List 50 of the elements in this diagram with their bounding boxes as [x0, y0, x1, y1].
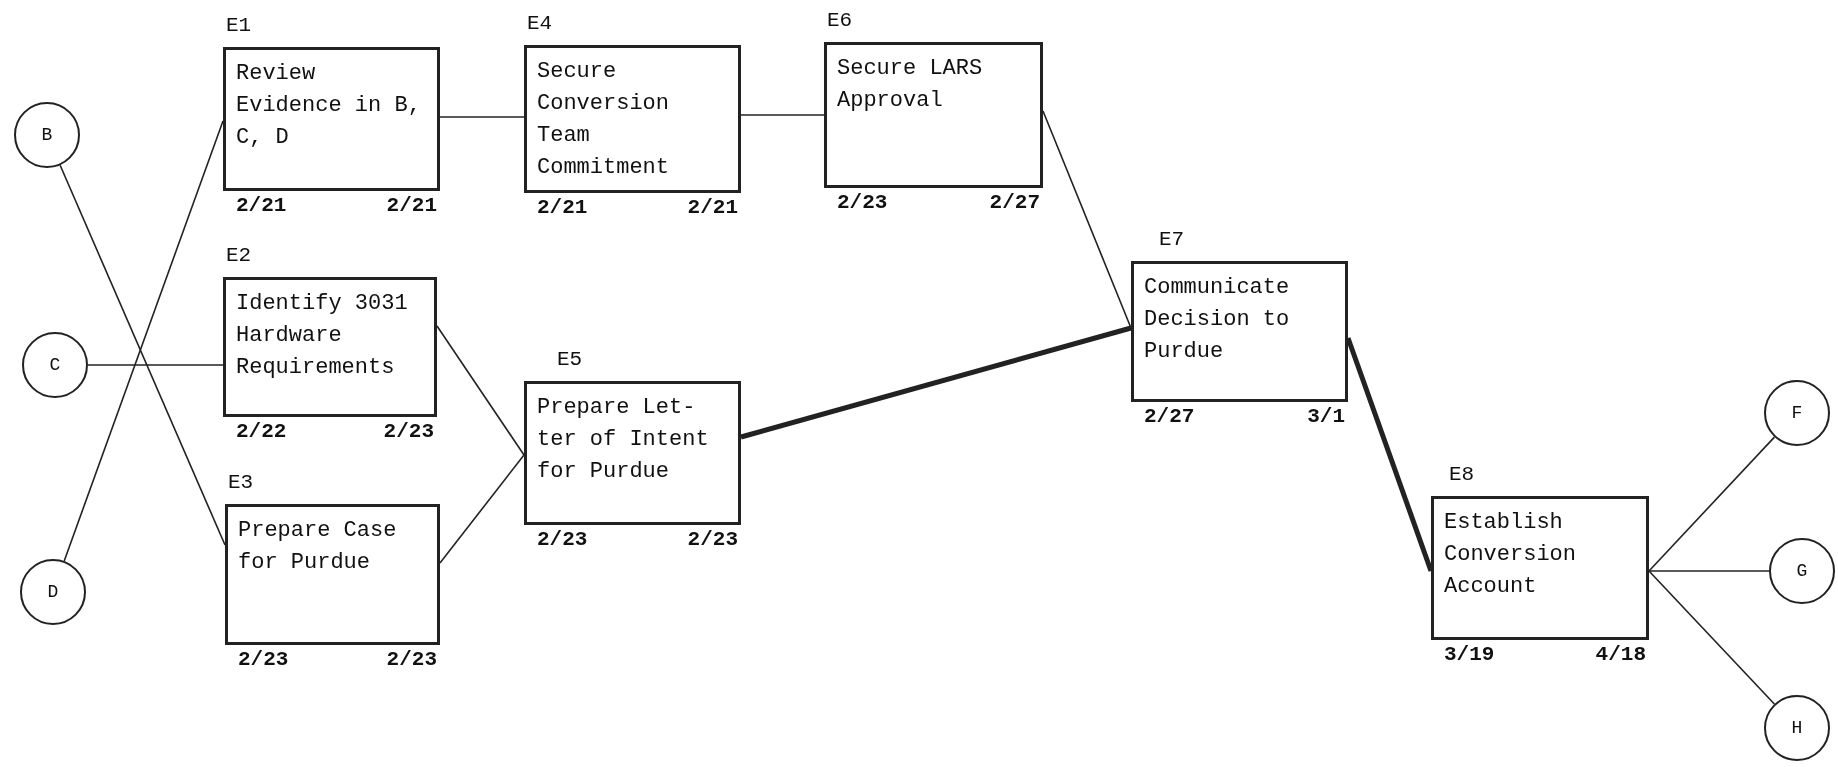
connector-line: [1648, 436, 1776, 572]
connector-line: [1648, 570, 1770, 572]
event-letter: H: [1791, 718, 1803, 738]
date-label: 2/21: [687, 196, 738, 219]
activity-text: Review Evidence in B, C, D: [236, 60, 422, 152]
connector-line: [63, 120, 224, 562]
activity-text: Prepare Case for Purdue: [238, 517, 398, 577]
connector-line: [740, 325, 1132, 440]
activity-text: Communicate Decision to Purdue: [1144, 274, 1291, 366]
connector-line: [59, 164, 226, 546]
activity-text: Prepare Let- ter of Intent for Purdue: [537, 394, 710, 486]
event-letter: D: [47, 582, 59, 602]
date-label: 2/23: [386, 648, 437, 671]
date-label: 2/27: [1144, 405, 1195, 428]
date-label: 2/23: [238, 648, 289, 671]
date-label: 3/1: [1307, 405, 1345, 428]
activity-text: Establish Conversion Account: [1444, 509, 1578, 601]
event-letter: G: [1796, 561, 1808, 581]
connector-line: [436, 325, 525, 456]
event-letter: C: [49, 355, 61, 375]
activity-id: E3: [228, 471, 254, 494]
connector-line: [740, 114, 825, 116]
activity-id: E4: [527, 12, 553, 35]
activity-id: E1: [226, 14, 252, 37]
connector-line: [1042, 110, 1132, 329]
date-label: 2/21: [537, 196, 588, 219]
date-label: 2/21: [386, 194, 437, 217]
date-label: 2/22: [236, 420, 287, 443]
date-label: 2/23: [837, 191, 888, 214]
date-label: 2/23: [383, 420, 434, 443]
date-label: 2/21: [236, 194, 287, 217]
connector-line: [439, 454, 525, 564]
date-label: 2/23: [687, 528, 738, 551]
activity-id: E5: [557, 348, 583, 371]
connector-line: [87, 364, 224, 366]
date-label: 4/18: [1595, 643, 1646, 666]
activity-text: Secure LARS Approval: [837, 55, 984, 115]
activity-id: E8: [1449, 463, 1475, 486]
activity-text: Secure Conversion Team Commitment: [537, 58, 671, 182]
connector-line: [439, 116, 525, 118]
activity-text: Identify 3031 Hardware Requirements: [236, 290, 409, 382]
activity-id: E6: [827, 9, 853, 32]
connector-line: [1648, 570, 1776, 705]
date-label: 3/19: [1444, 643, 1495, 666]
date-label: 2/27: [989, 191, 1040, 214]
activity-id: E2: [226, 244, 252, 267]
event-letter: F: [1791, 403, 1803, 423]
date-label: 2/23: [537, 528, 588, 551]
event-letter: B: [41, 125, 53, 145]
activity-id: E7: [1159, 228, 1185, 251]
